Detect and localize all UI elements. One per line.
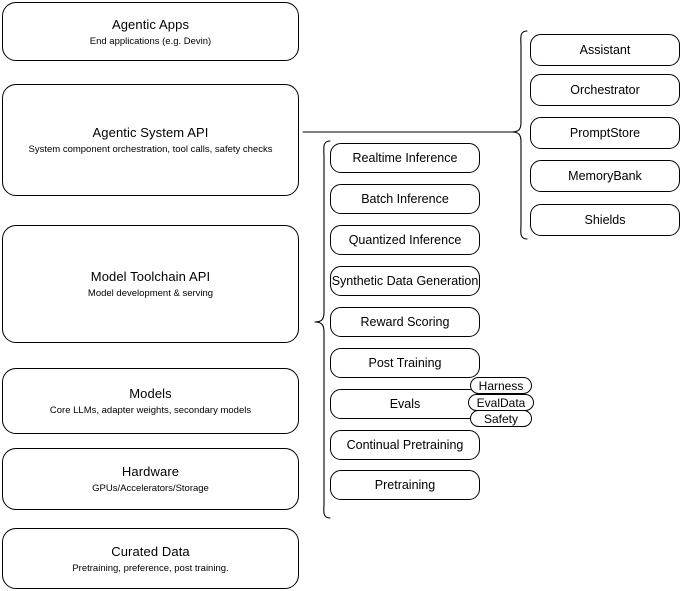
component-reward-scoring[interactable]: Reward Scoring	[330, 307, 480, 337]
component-label: Reward Scoring	[360, 315, 450, 329]
component-label: Post Training	[368, 356, 442, 370]
component-quantized-inference[interactable]: Quantized Inference	[330, 225, 480, 255]
layer-agentic-system-api[interactable]: Agentic System API System component orch…	[2, 84, 299, 196]
layer-title: Hardware	[121, 464, 180, 479]
component-label: Realtime Inference	[352, 151, 458, 165]
bracket-toolchain-components	[314, 140, 331, 519]
layer-title: Agentic System API	[92, 125, 209, 140]
layer-subtitle: Core LLMs, adapter weights, secondary mo…	[49, 405, 252, 416]
component-label: Evals	[389, 397, 421, 411]
layer-models[interactable]: Models Core LLMs, adapter weights, secon…	[2, 368, 299, 434]
layer-agentic-apps[interactable]: Agentic Apps End applications (e.g. Devi…	[2, 2, 299, 61]
component-assistant[interactable]: Assistant	[530, 34, 680, 66]
component-evals[interactable]: Evals	[330, 389, 480, 419]
component-promptstore[interactable]: PromptStore	[530, 117, 680, 149]
layer-subtitle: GPUs/Accelerators/Storage	[92, 483, 209, 494]
layer-title: Models	[129, 386, 172, 401]
component-pretraining[interactable]: Pretraining	[330, 470, 480, 500]
badge-label: Harness	[478, 378, 524, 393]
layer-hardware[interactable]: Hardware GPUs/Accelerators/Storage	[2, 448, 299, 510]
layer-subtitle: Pretraining, preference, post training.	[72, 562, 229, 574]
component-synthetic-data-generation[interactable]: Synthetic Data Generation	[330, 266, 480, 296]
component-continual-pretraining[interactable]: Continual Pretraining	[330, 430, 480, 460]
component-post-training[interactable]: Post Training	[330, 348, 480, 378]
badge-safety[interactable]: Safety	[470, 410, 532, 427]
badge-harness[interactable]: Harness	[470, 377, 532, 394]
component-orchestrator[interactable]: Orchestrator	[530, 74, 680, 106]
component-label: Pretraining	[374, 478, 436, 492]
component-label: Orchestrator	[570, 83, 640, 97]
component-label: Shields	[584, 213, 626, 227]
component-label: PromptStore	[569, 126, 641, 140]
layer-curated-data[interactable]: Curated Data Pretraining, preference, po…	[2, 528, 299, 589]
layer-subtitle: Model development & serving	[87, 288, 214, 299]
component-memorybank[interactable]: MemoryBank	[530, 160, 680, 192]
component-label: Continual Pretraining	[346, 438, 464, 452]
component-batch-inference[interactable]: Batch Inference	[330, 184, 480, 214]
layer-title: Curated Data	[111, 543, 190, 559]
layer-title: Agentic Apps	[111, 16, 190, 32]
layer-title: Model Toolchain API	[90, 269, 211, 284]
component-label: MemoryBank	[568, 169, 642, 183]
badge-evaldata[interactable]: EvalData	[468, 394, 534, 411]
component-label: Quantized Inference	[348, 233, 462, 247]
component-label: Batch Inference	[361, 192, 449, 206]
component-label: Assistant	[579, 43, 631, 57]
component-shields[interactable]: Shields	[530, 204, 680, 236]
layer-subtitle: System component orchestration, tool cal…	[28, 144, 273, 155]
layer-subtitle: End applications (e.g. Devin)	[89, 35, 212, 47]
badge-label: Safety	[483, 411, 519, 426]
component-label: Synthetic Data Generation	[331, 274, 479, 288]
component-realtime-inference[interactable]: Realtime Inference	[330, 143, 480, 173]
badge-label: EvalData	[476, 395, 526, 410]
layer-model-toolchain-api[interactable]: Model Toolchain API Model development & …	[2, 225, 299, 343]
bracket-system-components	[511, 30, 528, 240]
